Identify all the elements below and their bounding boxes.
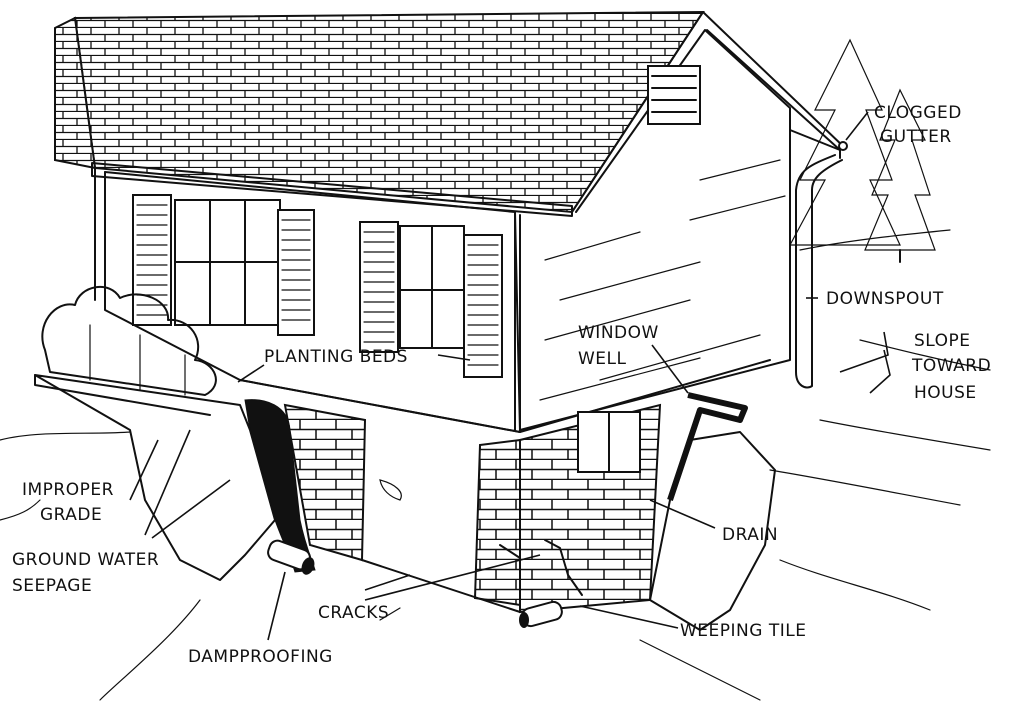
- tree-right: [788, 38, 936, 263]
- label-clogged-gutter-line1: CLOGGED: [874, 103, 962, 123]
- label-clogged-gutter-line2: GUTTER: [880, 127, 952, 147]
- label-ground-water-line1: GROUND WATER: [12, 550, 159, 570]
- window-well: [667, 392, 748, 501]
- foundation: [239, 359, 771, 614]
- label-improper-grade-line1: IMPROPER: [22, 480, 114, 500]
- attic-vent: [647, 65, 701, 125]
- soil-right: [649, 431, 776, 631]
- weeping-tile-pipes: [267, 539, 563, 628]
- label-cracks: CRACKS: [318, 603, 389, 623]
- label-dampproofing: DAMPPROOFING: [188, 647, 333, 667]
- label-slope-line3: HOUSE: [914, 383, 977, 403]
- window-left: [132, 194, 315, 336]
- label-slope-line2: TOWARD: [911, 356, 991, 376]
- label-downspout: DOWNSPOUT: [826, 289, 944, 309]
- gutter-downspout: [789, 129, 848, 389]
- soil-left: [34, 374, 276, 581]
- leader-lines: [129, 111, 891, 641]
- shrubs: [41, 285, 217, 396]
- label-window-well-line1: WINDOW: [578, 323, 659, 343]
- label-weeping-tile: WEEPING TILE: [680, 621, 806, 641]
- label-improper-grade-line2: GRADE: [40, 505, 102, 525]
- roof: [54, 10, 846, 217]
- ground-lines: [0, 229, 991, 701]
- window-right: [359, 221, 503, 378]
- label-ground-water-line2: SEEPAGE: [12, 576, 92, 596]
- label-window-well-line2: WELL: [578, 349, 627, 369]
- label-drain: DRAIN: [722, 525, 778, 545]
- label-slope-line1: SLOPE: [914, 331, 971, 351]
- label-planting-beds: PLANTING BEDS: [264, 347, 408, 367]
